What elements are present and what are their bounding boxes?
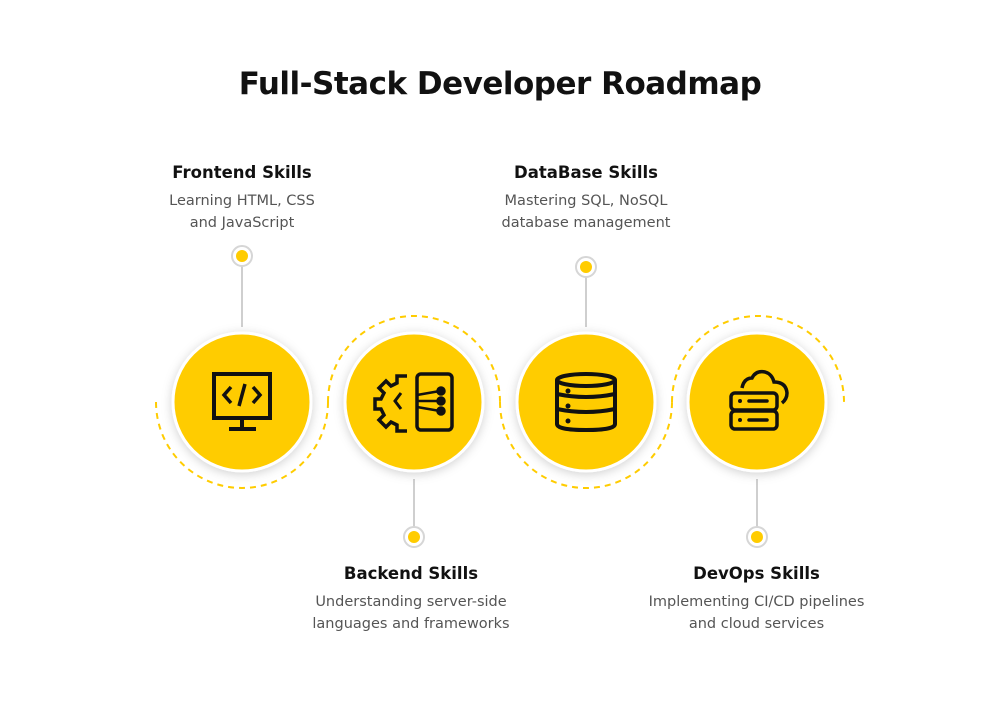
dot-frontend [231, 245, 253, 267]
cloud-server-icon [729, 369, 789, 431]
database-icon [555, 372, 617, 433]
step-description: Implementing CI/CD pipelines and cloud se… [614, 591, 899, 635]
dot-devops [746, 526, 768, 548]
step-backend: Backend Skills Understanding server-side… [281, 564, 541, 635]
step-database: DataBase Skills Mastering SQL, NoSQL data… [456, 163, 716, 234]
code-monitor-icon [212, 372, 272, 431]
desc-line: languages and frameworks [312, 616, 510, 632]
step-title: Frontend Skills [172, 163, 312, 182]
desc-line: and cloud services [688, 616, 825, 632]
step-frontend: Frontend Skills Learning HTML, CSS and Ja… [112, 163, 372, 234]
step-title: Backend Skills [343, 564, 479, 583]
step-devops: DevOps Skills Implementing CI/CD pipelin… [614, 564, 899, 635]
desc-line: Understanding server-side [315, 594, 507, 610]
step-circles [171, 331, 828, 473]
step-description: Understanding server-side languages and f… [281, 591, 541, 635]
step-description: Mastering SQL, NoSQL database management [456, 190, 716, 234]
timeline-dots [231, 245, 768, 548]
desc-line: and JavaScript [189, 215, 295, 231]
desc-line: Learning HTML, CSS [169, 193, 315, 209]
desc-line: database management [501, 215, 671, 231]
dot-database [575, 256, 597, 278]
step-description: Learning HTML, CSS and JavaScript [112, 190, 372, 234]
step-title: DevOps Skills [693, 564, 820, 583]
desc-line: Implementing CI/CD pipelines [648, 594, 865, 610]
dot-backend [403, 526, 425, 548]
connectors [241, 266, 758, 527]
dashed-path [155, 315, 845, 489]
desc-line: Mastering SQL, NoSQL [504, 193, 668, 209]
step-title: DataBase Skills [514, 163, 658, 182]
page-title: Full-Stack Developer Roadmap [238, 66, 762, 102]
gear-server-icon [373, 372, 454, 433]
